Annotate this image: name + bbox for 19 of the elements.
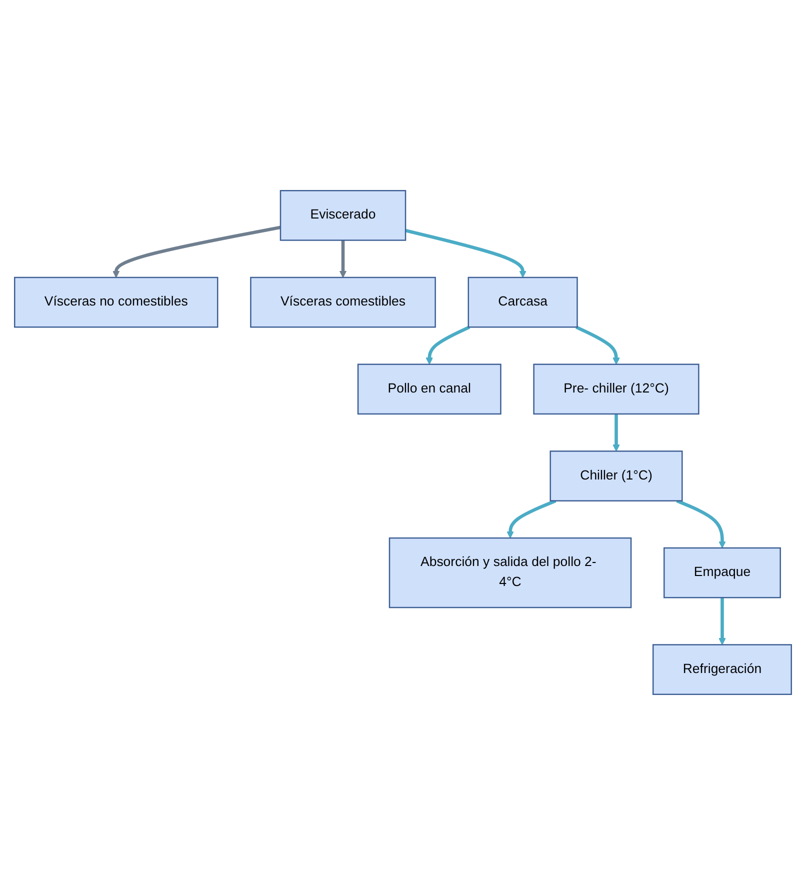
node-box: Carcasa [468, 276, 578, 328]
node-box: Chiller (1°C) [550, 450, 683, 501]
arrow [718, 597, 726, 645]
node-box: Eviscerado [280, 190, 406, 240]
arrow [405, 228, 526, 278]
node-box: Empaque [664, 546, 781, 598]
arrow [112, 225, 281, 278]
node-box: Refrigeración [652, 644, 792, 694]
arrow [426, 325, 470, 364]
node-box: Vísceras no comestibles [14, 276, 218, 328]
arrow [506, 498, 556, 538]
arrow [676, 498, 726, 548]
node-box: Pollo en canal [357, 363, 502, 414]
node-box: Vísceras comestibles [250, 276, 436, 328]
node-box: Pre- chiller (12°C) [533, 363, 700, 414]
arrow [612, 413, 620, 451]
node-box: Absorción y salida del pollo 2- 4°C [388, 536, 632, 608]
arrow [576, 325, 620, 364]
arrow [339, 240, 347, 278]
